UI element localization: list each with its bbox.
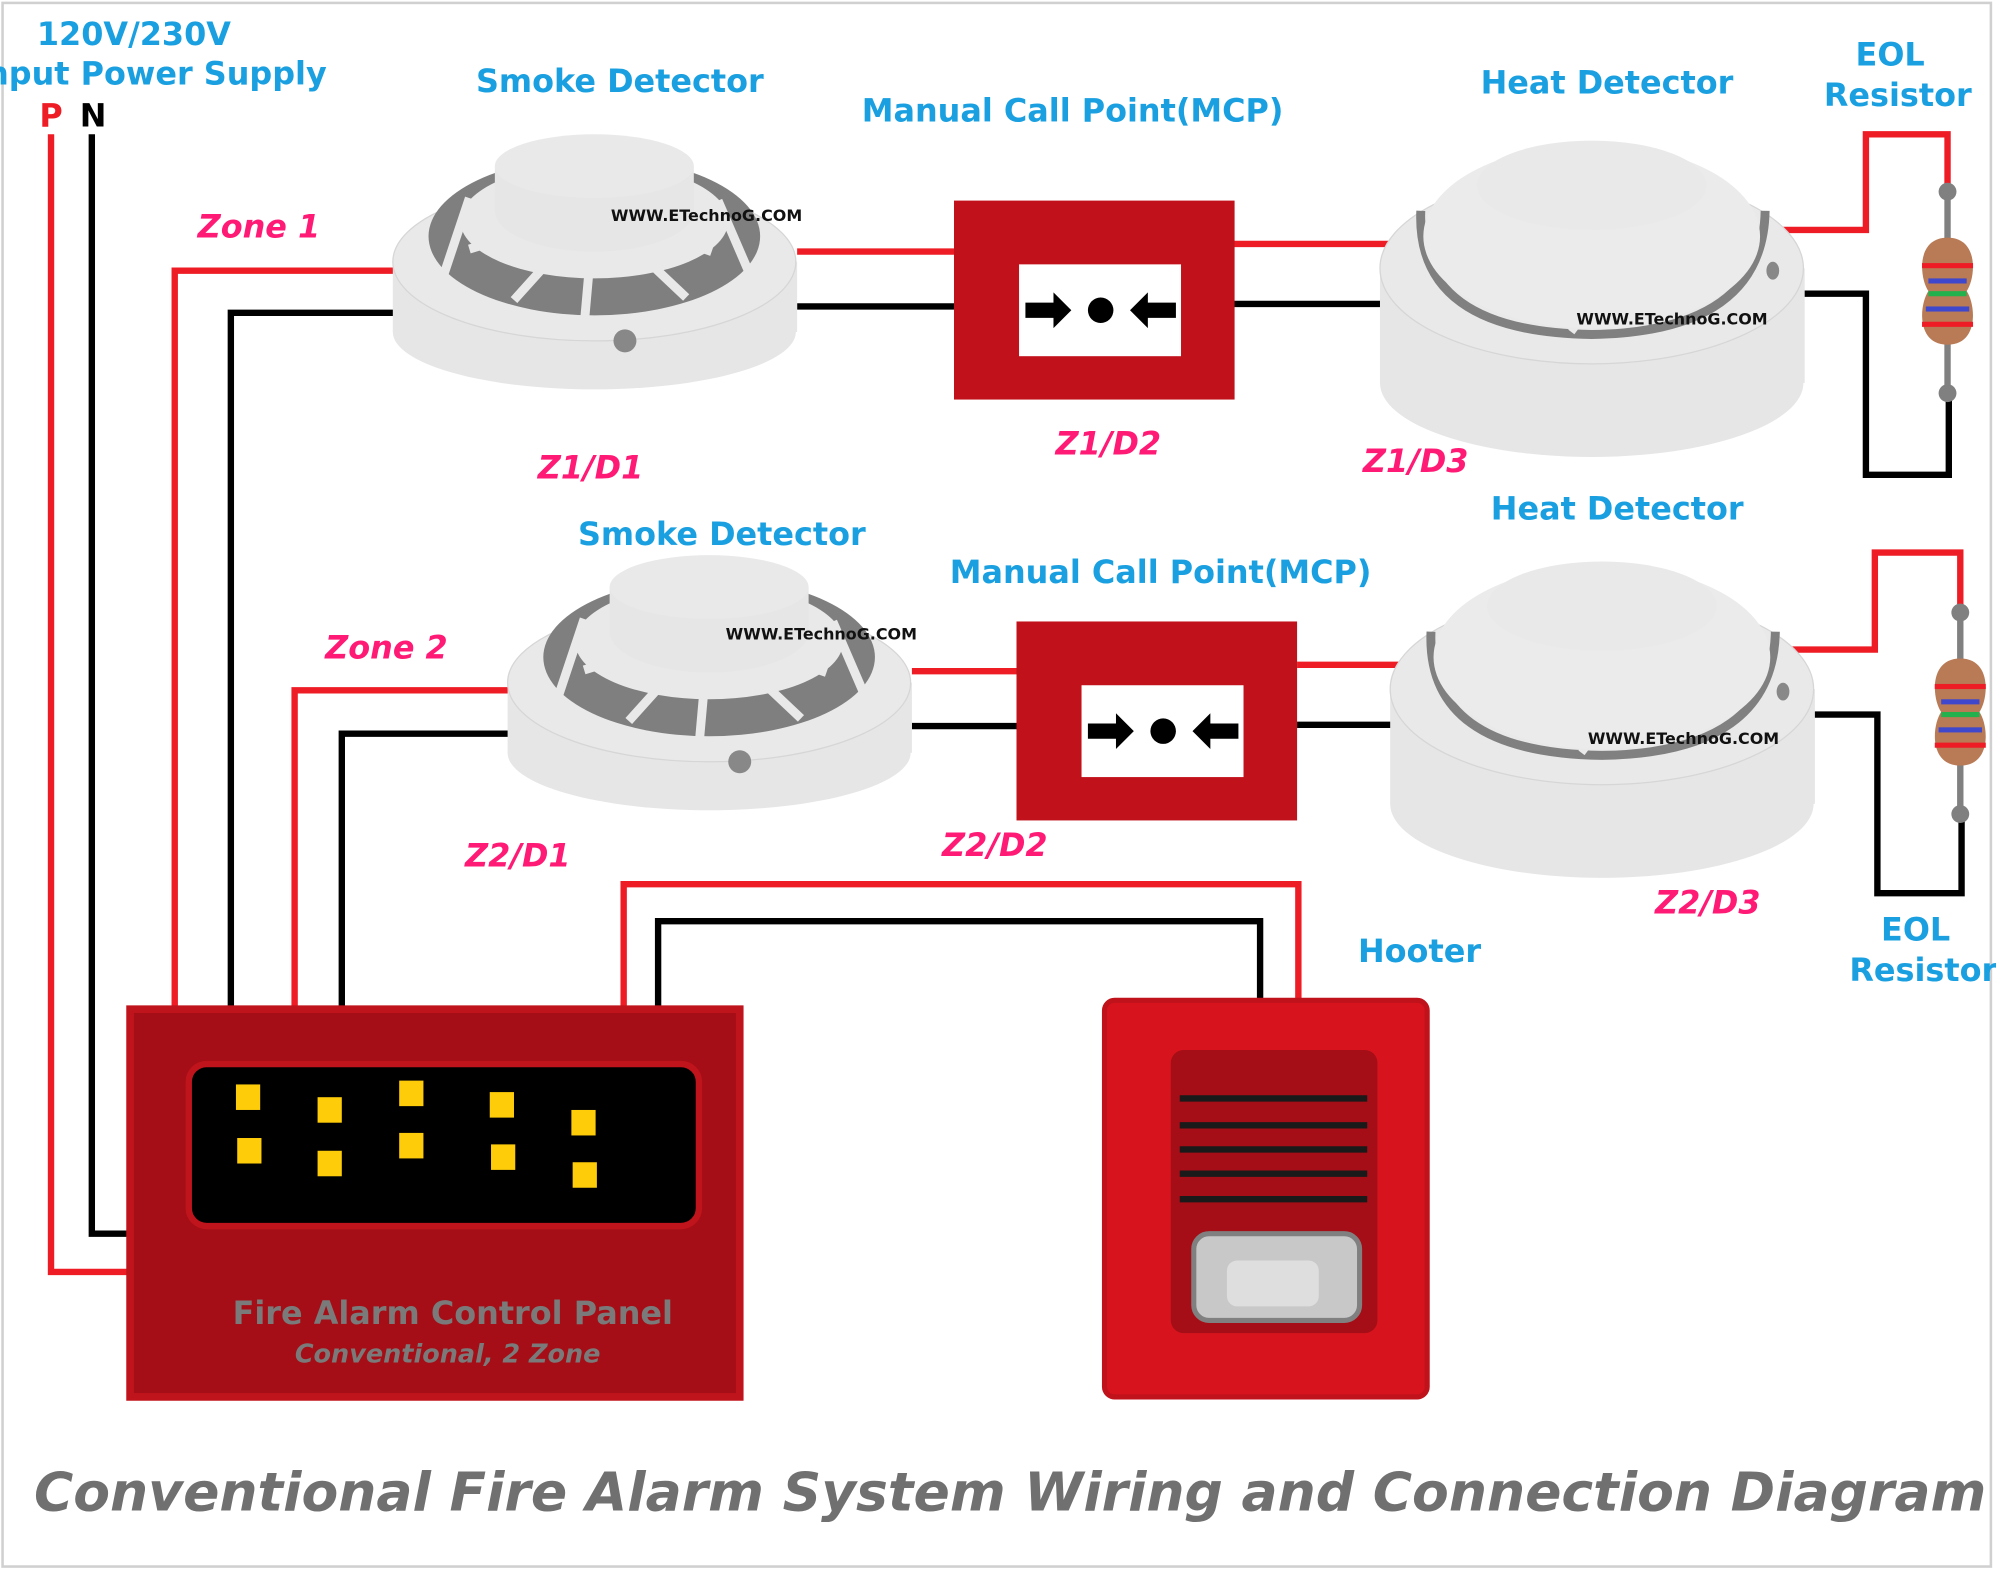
heat-detector-2: WWW.ETechnoG.COM: [1390, 562, 1815, 878]
watermark: WWW.ETechnoG.COM: [726, 624, 917, 643]
heat-detector-1: WWW.ETechnoG.COM: [1380, 141, 1805, 457]
mcp-2-title: Manual Call Point(MCP): [950, 553, 1372, 591]
panel-title: Fire Alarm Control Panel: [233, 1294, 673, 1332]
smoke-detector-2: WWW.ETechnoG.COM: [508, 555, 917, 810]
zone-1-label: Zone 1: [197, 208, 321, 246]
smoke-detector-1: WWW.ETechnoG.COM: [393, 134, 802, 389]
eol-1-label: EOL: [1856, 35, 1925, 73]
device-id-z2-d1: Z2/D1: [464, 836, 571, 874]
watermark: WWW.ETechnoG.COM: [611, 206, 802, 225]
device-id-z2-d2: Z2/D2: [941, 826, 1048, 864]
zone-1: Zone 1 Smoke Detector WWW.ETechnoG.COM Z…: [197, 35, 1973, 487]
panel-leds: [235, 1080, 597, 1188]
panel-subtitle: Conventional, 2 Zone: [295, 1339, 601, 1369]
zone-2: Zone 2 Smoke Detector WWW.ETechnoG.COM Z…: [324, 489, 1996, 989]
smoke-detector-1-title: Smoke Detector: [476, 62, 764, 100]
zone-2-label: Zone 2: [324, 628, 448, 666]
diagram-title: Conventional Fire Alarm System Wiring an…: [34, 1460, 1986, 1523]
power-voltage: 120V/230V: [37, 15, 231, 53]
wires: [47, 131, 1965, 1276]
manual-call-point-1: [953, 200, 1235, 400]
device-id-z1-d2: Z1/D2: [1055, 424, 1162, 462]
hooter-title: Hooter: [1358, 932, 1481, 970]
heat-detector-1-title: Heat Detector: [1481, 63, 1734, 101]
device-id-z1-d3: Z1/D3: [1362, 442, 1469, 480]
manual-call-point-2: [1016, 621, 1298, 821]
fire-alarm-control-panel: Fire Alarm Control Panel Conventional, 2…: [126, 1005, 744, 1401]
phase-label: P: [39, 97, 62, 135]
neutral-label: N: [80, 97, 107, 135]
watermark: WWW.ETechnoG.COM: [1576, 309, 1767, 328]
device-id-z2-d3: Z2/D3: [1654, 884, 1761, 922]
watermark: WWW.ETechnoG.COM: [1588, 729, 1779, 748]
heat-detector-2-title: Heat Detector: [1491, 489, 1744, 527]
power-supply-label: Input Power Supply: [0, 55, 327, 93]
device-id-z1-d1: Z1/D1: [537, 449, 644, 487]
eol-2-label-2: Resistor: [1849, 951, 1996, 989]
mcp-1-title: Manual Call Point(MCP): [862, 92, 1284, 130]
speaker-grille: [1179, 1095, 1368, 1203]
eol-1-label-2: Resistor: [1824, 76, 1972, 114]
eol-2-label: EOL: [1881, 910, 1950, 948]
smoke-detector-2-title: Smoke Detector: [578, 515, 866, 553]
hooter: [1101, 997, 1430, 1400]
